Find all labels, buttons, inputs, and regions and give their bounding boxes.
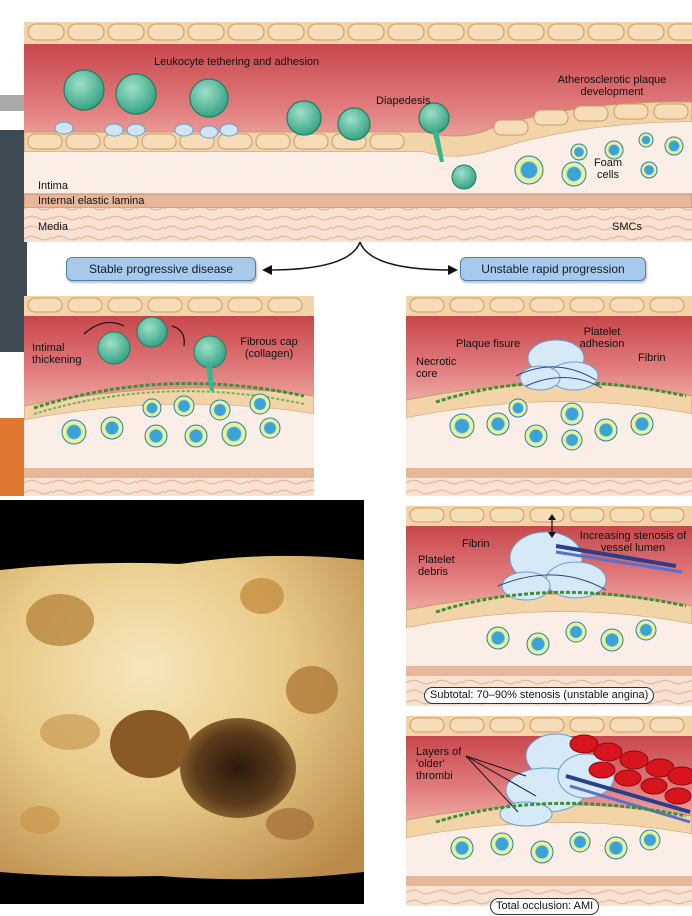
label-intimal-thickening: Intimal thickening xyxy=(32,342,88,366)
caption-subtotal-stenosis: Subtotal: 70–90% stenosis (unstable angi… xyxy=(424,687,654,704)
label-diapedesis: Diapedesis xyxy=(376,95,430,107)
slide-accent-bar-orange xyxy=(0,418,27,496)
unstable-rapid-progression-box: Unstable rapid progression xyxy=(460,257,646,281)
label-layers-older-thrombi: Layers of 'older' thrombi xyxy=(416,746,466,782)
label-necrotic-core: Necrotic core xyxy=(416,356,466,380)
label-fibrin: Fibrin xyxy=(638,352,666,364)
stable-disease-panel: Intimal thickening Fibrous cap (collagen… xyxy=(24,296,314,496)
label-media: Media xyxy=(38,221,68,233)
label-internal-elastic-lamina: Internal elastic lamina xyxy=(38,195,144,207)
plaque-development-panel: Leukocyte tethering and adhesion Diapede… xyxy=(24,22,692,242)
label-foam-cells: Foam cells xyxy=(588,157,628,181)
label-fibrin-2: Fibrin xyxy=(462,538,490,550)
stable-progressive-disease-box: Stable progressive disease xyxy=(66,257,256,281)
artery-specimen-photo xyxy=(0,500,364,904)
slide-accent-panel-dark xyxy=(0,130,27,352)
label-plaque-fissure: Plaque fisure xyxy=(456,338,520,350)
label-intima: Intima xyxy=(38,180,68,192)
caption-total-occlusion: Total occlusion: AMI xyxy=(490,898,599,915)
label-increasing-stenosis: Increasing stenosis of vessel lumen xyxy=(574,530,692,554)
total-occlusion-panel: Layers of 'older' thrombi xyxy=(406,716,692,906)
plaque-fissure-panel: Plaque fisure Platelet adhesion Necrotic… xyxy=(406,296,692,496)
label-platelet-debris: Platelet debris xyxy=(418,554,466,578)
branch-arrows xyxy=(260,240,460,280)
label-platelet-adhesion: Platelet adhesion xyxy=(574,326,630,350)
subtotal-stenosis-panel: Fibrin Platelet debris Increasing stenos… xyxy=(406,506,692,706)
label-leukocyte-tethering: Leukocyte tethering and adhesion xyxy=(154,56,319,68)
label-smcs: SMCs xyxy=(612,221,642,233)
label-fibrous-cap: Fibrous cap (collagen) xyxy=(234,336,304,360)
label-plaque-development: Atherosclerotic plaque development xyxy=(552,74,672,98)
